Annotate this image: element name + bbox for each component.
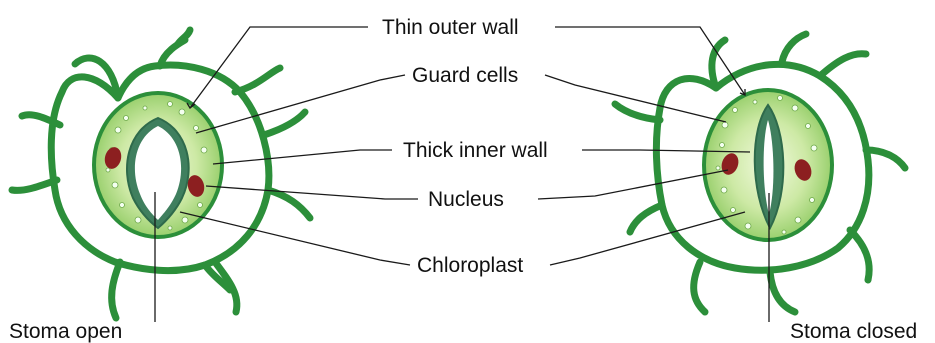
leader-nucleus-left — [206, 186, 418, 199]
leader-nucleus-right — [538, 170, 728, 199]
label-stoma-open: Stoma open — [9, 320, 122, 343]
label-chloroplast: Chloroplast — [417, 254, 523, 277]
label-stoma-closed: Stoma closed — [790, 320, 917, 343]
stoma-open-figure — [12, 30, 310, 318]
leader-chloroplast-right — [550, 212, 745, 265]
label-thick-inner-wall: Thick inner wall — [403, 139, 548, 162]
label-guard-cells: Guard cells — [412, 64, 518, 87]
leader-chloroplast-left — [180, 212, 410, 265]
leader-thick-inner-wall-left — [213, 150, 392, 164]
label-thin-outer-wall: Thin outer wall — [382, 16, 519, 39]
stoma-closed-figure — [615, 34, 905, 312]
label-nucleus: Nucleus — [428, 188, 504, 211]
